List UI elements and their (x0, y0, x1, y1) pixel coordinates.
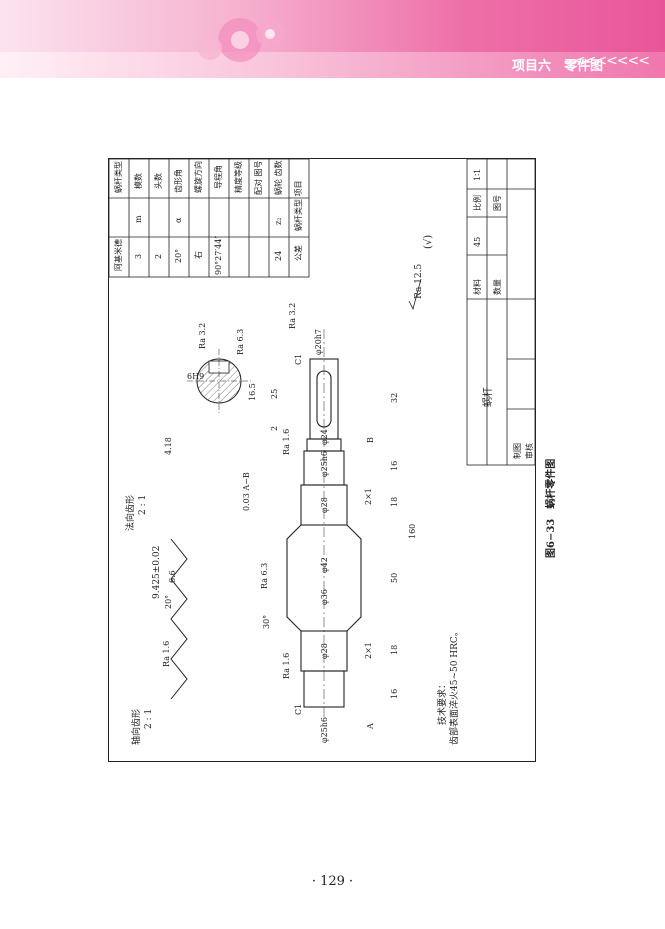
table-cell: 右 (193, 251, 203, 259)
table-cell: 头数 (153, 173, 163, 189)
table-cell: 阿基米德 (113, 239, 123, 271)
table-cell: m (134, 215, 143, 223)
dim-d42: φ42 (320, 557, 329, 573)
table-cell: 蜗杆类型 (113, 161, 123, 193)
dim-l160: 160 (408, 524, 417, 539)
datum-a: A (366, 723, 375, 730)
normal-profile-label: 法向齿形 (124, 495, 136, 531)
tolerance-box: 0.03 A−B (242, 472, 251, 511)
part-name: 蜗杆 (482, 387, 494, 407)
keyway-ra63: Ra 6.3 (236, 329, 245, 355)
dim-d28-bot: φ28 (320, 643, 329, 659)
general-roughness-symbol: Ra 12.5 (√) (408, 235, 434, 311)
dim-d25h6-top: φ25h6 (320, 451, 329, 477)
shaft-dimension-text: φ20h7 φ24 φ25h6 φ28 φ42 φ36 φ28 φ25h6 C1… (242, 303, 417, 743)
parameter-table (108, 158, 310, 278)
table-cell: 公差 (293, 245, 303, 261)
table-cell: 20° (174, 249, 183, 263)
table-cell: 配对 图号 (253, 160, 263, 195)
keyway-depth-418: 4.18 (164, 437, 173, 455)
dim-d25h6-bot: φ25h6 (320, 717, 329, 743)
dim-d36: φ36 (320, 589, 329, 605)
keyway-section-view: 6H9 16.5 Ra 3.2 Ra 6.3 4.18 (164, 323, 257, 455)
header-banner (0, 0, 665, 78)
table-cell: 齿形角 (173, 169, 183, 193)
table-cell: 模数 (133, 173, 143, 189)
dim-l2: 2 (270, 426, 279, 431)
keyway-width: 6H9 (187, 372, 204, 381)
dim-l50: 50 (390, 573, 399, 583)
table-cell: 螺旋方向 (193, 161, 203, 193)
page-number: · 129 · (311, 874, 354, 889)
parameter-table-text: 蜗杆类型 阿基米德 模数 m 3 头数 2 齿形角 α 20° 螺旋方向 右 导… (113, 160, 303, 275)
worm-shaft-drawing: 蜗杆类型 阿基米德 模数 m 3 头数 2 齿形角 α 20° 螺旋方向 右 导… (108, 158, 536, 745)
table-cell: 90°27′44″ (214, 236, 223, 275)
title-block-text: 蜗杆 材料 45 比例 1∶1 数量 图号 制图 审核 (472, 169, 534, 459)
tooth-profile-views: 法向齿形 2 : 1 轴向齿形 2 : 1 9.425±0.02 6.6 20°… (124, 495, 188, 745)
table-cell: 精度等级 (233, 161, 243, 193)
table-cell: 2 (154, 254, 163, 259)
drawn-by: 制图 (512, 443, 522, 459)
table-cell: z₂ (274, 218, 283, 225)
scale-value: 1∶1 (473, 169, 482, 181)
dim-l18-top: 18 (390, 497, 399, 507)
material-value: 45 (473, 237, 482, 247)
roughness-general: Ra 12.5 (414, 263, 424, 299)
header-band (0, 52, 665, 78)
figure-caption: 图6−33 蜗杆零件图 (544, 459, 557, 558)
angle-30: 30° (262, 615, 271, 629)
shaft-ra32: Ra 3.2 (288, 303, 297, 329)
checked-by: 审核 (524, 443, 534, 459)
axial-profile-scale: 2 : 1 (144, 709, 154, 729)
dim-l32: 32 (390, 393, 399, 403)
tech-req: 齿部表面淬火45~50 HRC。 (448, 627, 460, 745)
axial-profile-label: 轴向齿形 (130, 709, 142, 745)
dim-l18-bot: 18 (390, 645, 399, 655)
dim-d24: φ24 (320, 429, 329, 445)
tooth-dim: 6.6 (168, 570, 177, 583)
shaft-ra63: Ra 6.3 (260, 563, 269, 589)
shaft-main-view (286, 329, 362, 719)
table-cell: α (174, 217, 183, 223)
roughness-check: (√) (423, 235, 434, 249)
gear-decoration-icon (198, 18, 284, 62)
dim-l25: 25 (270, 389, 279, 399)
dim-c1-top: C1 (294, 354, 303, 365)
axial-ra16: Ra 1.6 (162, 641, 171, 667)
title-block (466, 158, 536, 466)
drawing-frame: 蜗杆类型 阿基米德 模数 m 3 头数 2 齿形角 α 20° 螺旋方向 右 导… (108, 158, 536, 762)
caption-text: 图6−33 蜗杆零件图 (544, 459, 557, 558)
dim-d20h7: φ20h7 (314, 329, 323, 355)
keyway-depth: 16.5 (248, 383, 257, 401)
tech-title: 技术要求： (436, 680, 448, 725)
material-label: 材料 (472, 279, 482, 295)
chevron-decoration-icon: <<<<<<< (573, 53, 650, 69)
chapter-title: 项目六 零件图 (511, 59, 603, 74)
technical-requirements: 技术要求： 齿部表面淬火45~50 HRC。 (436, 627, 460, 745)
pitch-dim: 9.425±0.02 (152, 546, 162, 599)
table-cell: 3 (134, 254, 143, 259)
quantity-label: 数量 (492, 279, 502, 295)
dim-l2x1-bot: 2×1 (364, 642, 373, 659)
dim-l16-bot: 16 (390, 689, 399, 699)
dim-d28-top: φ28 (320, 497, 329, 513)
dim-l2x1-top: 2×1 (364, 488, 373, 505)
angle-20: 20° (164, 595, 173, 609)
dim-c1-bot: C1 (294, 704, 303, 715)
table-cell: 24 (274, 251, 283, 261)
dim-l16-top: 16 (390, 461, 399, 471)
table-cell: 导程角 (213, 165, 223, 189)
shaft-ra16-top: Ra 1.6 (282, 429, 291, 455)
scale-label: 比例 (472, 195, 482, 211)
keyway-ra32: Ra 3.2 (198, 323, 207, 349)
drawing-no-label: 图号 (493, 195, 502, 211)
table-cell: 蜗杆类型 项目 (293, 180, 303, 231)
datum-b: B (366, 437, 375, 443)
normal-profile-scale: 2 : 1 (138, 495, 148, 515)
table-cell: 蜗轮 齿数 (273, 160, 283, 195)
shaft-ra16-bot: Ra 1.6 (282, 653, 291, 679)
